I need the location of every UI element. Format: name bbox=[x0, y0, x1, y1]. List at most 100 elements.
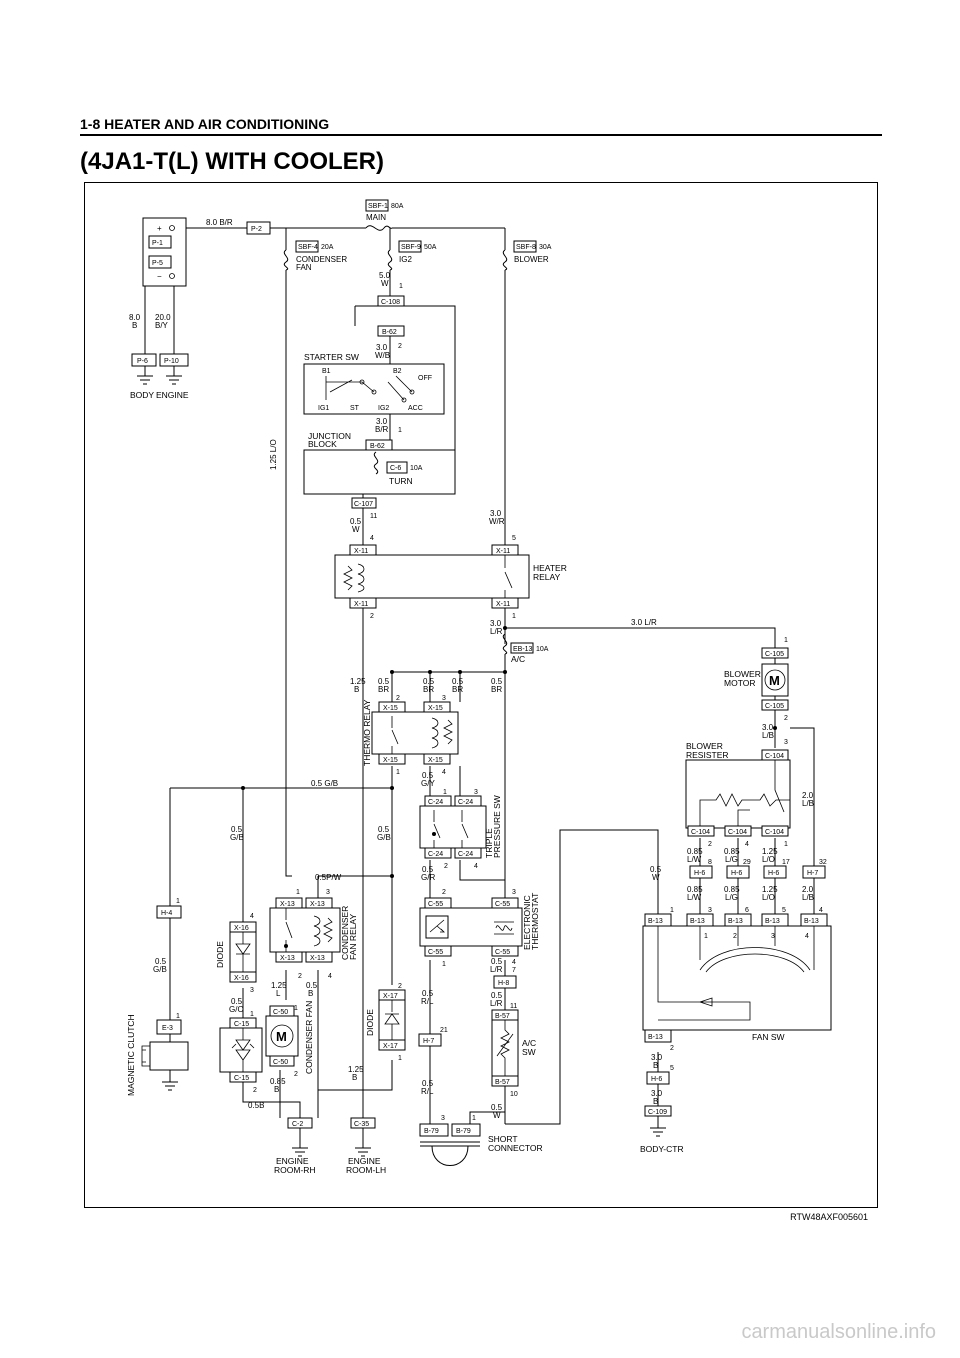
starter-ig2: IG2 bbox=[378, 405, 389, 412]
wire-color-br2: BR bbox=[423, 685, 434, 694]
connector-x13-bottom-left bbox=[275, 951, 303, 963]
diode-x16-name: DIODE bbox=[215, 941, 225, 968]
heater-relay-resistor bbox=[343, 565, 353, 591]
pin-x16-4: 4 bbox=[250, 913, 254, 920]
pin-c24-4: 4 bbox=[474, 863, 478, 870]
connector-b13-label: B-13 bbox=[728, 918, 743, 925]
connector-b79-label: B-79 bbox=[424, 1128, 439, 1135]
pin-x15-1: 1 bbox=[396, 769, 400, 776]
thermostat-name1: ELECTRONIC bbox=[522, 895, 532, 950]
fan-sw-pin-4: 4 bbox=[805, 933, 809, 940]
wire-size-w-heater: 0.5 bbox=[350, 517, 362, 526]
connector-x13-label: X-13 bbox=[280, 901, 295, 908]
connector-c15-label: C-15 bbox=[234, 1021, 249, 1028]
connector-h6-label: H-6 bbox=[694, 870, 705, 877]
connector-p2 bbox=[246, 221, 271, 235]
connector-c2-label: C-2 bbox=[292, 1121, 303, 1128]
ac-switch-name1: A/C bbox=[522, 1038, 536, 1048]
connector-h7-left-label: H-7 bbox=[423, 1038, 434, 1045]
junction-turn-label: TURN bbox=[389, 476, 413, 486]
wire-color-125b-b: B bbox=[352, 1073, 357, 1082]
short-connector-name2: CONNECTOR bbox=[488, 1143, 543, 1153]
fuse-sbf9-box bbox=[398, 240, 422, 253]
wire-color-lo: L/O bbox=[269, 439, 278, 452]
connector-c55-label: C-55 bbox=[428, 901, 443, 908]
thermo-relay-contact bbox=[391, 716, 399, 754]
wire-size-gb-clutch: 0.5 bbox=[155, 957, 167, 966]
wire-label-main-feed: 8.0 B/R bbox=[206, 218, 233, 227]
ground-symbol-clutch bbox=[162, 1081, 178, 1091]
pin-c55-2: 2 bbox=[442, 889, 446, 896]
connector-b13-bottom bbox=[644, 1029, 672, 1043]
battery-minus-label: − bbox=[157, 272, 162, 281]
wire-size-wb: 3.0 bbox=[376, 343, 388, 352]
fan-switch-box bbox=[642, 925, 832, 1031]
connector-c24-label: C-24 bbox=[458, 799, 473, 806]
short-connector-cap bbox=[431, 1145, 469, 1166]
ground-rh-label2: ROOM-RH bbox=[274, 1165, 316, 1175]
starter-st: ST bbox=[350, 405, 360, 412]
thermo-relay-box bbox=[371, 711, 459, 755]
connector-c24-bottom-left bbox=[424, 847, 452, 859]
ground-symbol-lh bbox=[355, 1147, 371, 1157]
connector-x11-label: X-11 bbox=[496, 548, 510, 555]
wire-color-gr: G/R bbox=[421, 873, 435, 882]
wire-color-gy: G/Y bbox=[421, 779, 435, 788]
pin-c55-3: 3 bbox=[512, 889, 516, 896]
junction-dot bbox=[390, 874, 394, 878]
connector-c24-bottom-right bbox=[454, 847, 482, 859]
pin-c105-2: 2 bbox=[784, 715, 788, 722]
wire-size-go: 0.5 bbox=[231, 997, 243, 1006]
wire-color-wr: W/R bbox=[489, 517, 505, 526]
fan-sw-pin-1: 1 bbox=[704, 933, 708, 940]
ground-symbol-body-ctr bbox=[650, 1127, 666, 1137]
pin-b57-10: 10 bbox=[510, 1091, 518, 1098]
starter-acc: ACC bbox=[408, 405, 423, 412]
pin-c104-2: 2 bbox=[708, 841, 712, 848]
fuse-eb13-name: A/C bbox=[511, 654, 525, 664]
fuse-sbf8-rating: 30A bbox=[539, 244, 552, 251]
pin-c50-1: 1 bbox=[294, 1005, 298, 1012]
wires bbox=[144, 227, 815, 1148]
heater-relay-name1: HEATER bbox=[533, 563, 567, 573]
heater-relay-box bbox=[334, 554, 530, 599]
triple-switch-contacts bbox=[433, 810, 469, 848]
wire-size-lb: 3.0 bbox=[762, 723, 774, 732]
pin-h7-32: 32 bbox=[819, 859, 827, 866]
magnetic-clutch-name: MAGNETIC CLUTCH bbox=[126, 1014, 136, 1096]
wire-size-5w: 5.0 bbox=[379, 271, 391, 280]
connector-p1 bbox=[148, 235, 172, 249]
condenser-fan-relay: 1 3 X-13 X-13 X-13 X-13 CONDENSER FAN RE… bbox=[269, 889, 358, 998]
ground-lh-label2: ROOM-LH bbox=[346, 1165, 386, 1175]
connector-x11-label: X-11 bbox=[496, 601, 510, 608]
junction-dot bbox=[390, 786, 394, 790]
battery-plus-label: + bbox=[157, 224, 162, 233]
junction-block-label2: BLOCK bbox=[308, 439, 337, 449]
wire-color-b-fan: B bbox=[653, 1061, 658, 1070]
wire-color-l: L bbox=[276, 989, 281, 998]
pin-x17-2: 2 bbox=[398, 983, 402, 990]
thermostat-sensor bbox=[494, 921, 514, 935]
pin-x13-2: 2 bbox=[298, 973, 302, 980]
wire-size-br3: 0.5 bbox=[452, 677, 464, 686]
connector-h6-bottom-label: H-6 bbox=[651, 1076, 662, 1083]
ground-rh-label1: ENGINE bbox=[276, 1156, 309, 1166]
connector-b57-bottom bbox=[491, 1075, 519, 1087]
thermostat-transistor bbox=[425, 915, 449, 939]
connector-h4 bbox=[156, 905, 182, 919]
connector-c108 bbox=[377, 295, 405, 307]
pin-h6-5: 5 bbox=[670, 1065, 674, 1072]
heater-relay-name2: RELAY bbox=[533, 572, 561, 582]
fuse-sbf9-rating: 50A bbox=[424, 244, 437, 251]
connector-c107 bbox=[351, 497, 377, 509]
diode-x17-symbol bbox=[384, 1000, 400, 1040]
connector-c35 bbox=[350, 1117, 376, 1129]
triple-switch-name1: TRIPLE bbox=[484, 828, 494, 858]
wire-size-rl-b: 0.5 bbox=[422, 1079, 434, 1088]
connector-b13-label: B-13 bbox=[648, 918, 663, 925]
pin-c104-1: 1 bbox=[784, 841, 788, 848]
fuse-sbf1-id: SBF-1 bbox=[368, 203, 388, 210]
condenser-fan-name: CONDENSER FAN bbox=[304, 1001, 314, 1074]
thermo-relay-coil bbox=[431, 717, 439, 749]
pin-c24-1: 1 bbox=[443, 789, 447, 796]
